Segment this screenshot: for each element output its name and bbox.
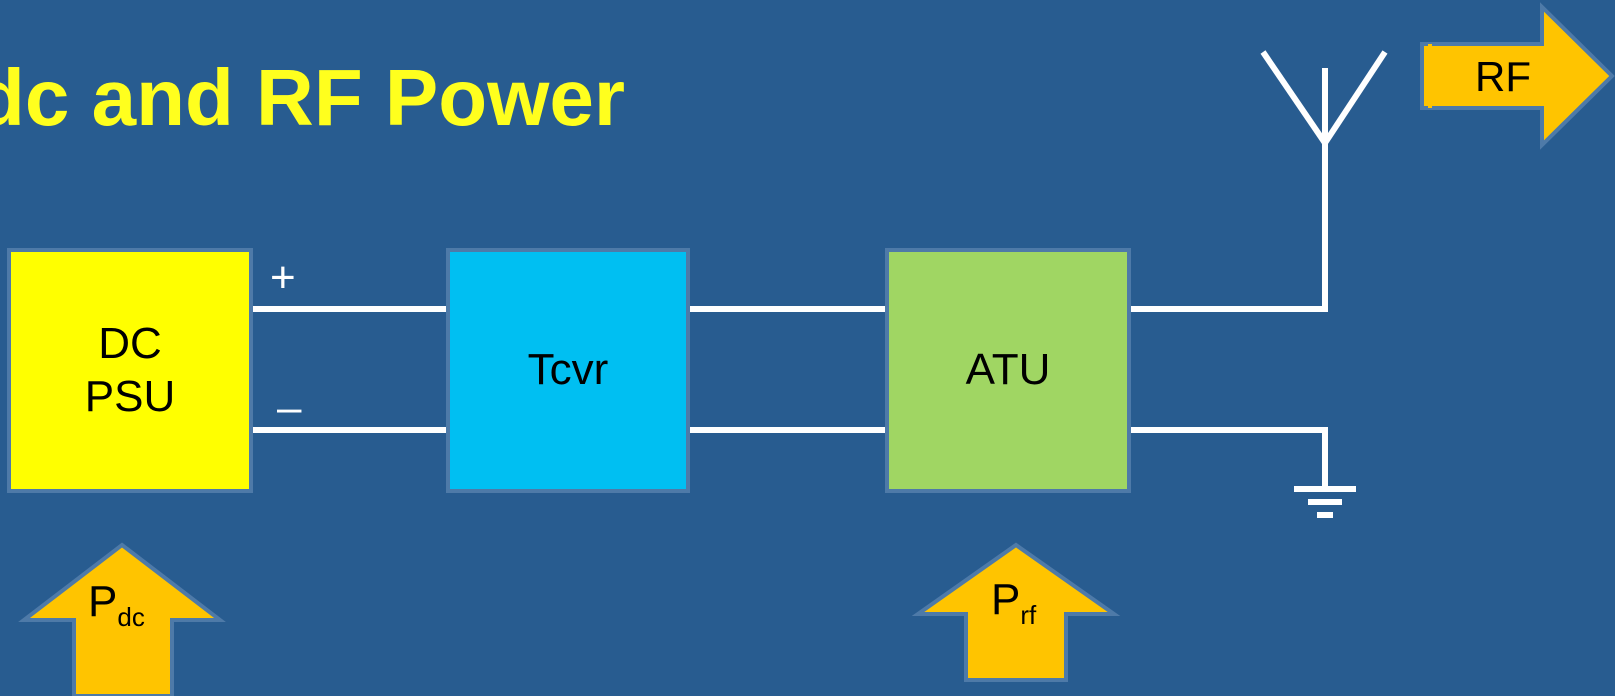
rf-arrow-label: RF <box>1475 53 1531 100</box>
prf-main: P <box>991 575 1021 624</box>
plus-terminal-label: + <box>270 253 296 302</box>
rf-arrow-shape <box>1420 2 1615 150</box>
psu-label-line1: DC <box>98 318 162 368</box>
psu-label-line2: PSU <box>84 371 176 421</box>
wire-atu-ground <box>1131 427 1328 487</box>
wire-atu-antenna <box>1131 68 1328 312</box>
prf-arrow-label: Prf <box>991 575 1037 630</box>
ground-icon <box>1294 486 1356 518</box>
prf-arrow-shape <box>911 542 1121 682</box>
tcvr-block: Tcvr <box>446 248 690 493</box>
pdc-main: P <box>88 577 118 626</box>
antenna-icon <box>1260 50 1388 145</box>
tcvr-label: Tcvr <box>527 345 609 395</box>
page-title: dc and RF Power <box>0 53 625 142</box>
atu-label: ATU <box>965 345 1051 395</box>
prf-sub: rf <box>1020 600 1037 630</box>
pdc-arrow-shape <box>18 542 226 696</box>
pdc-arrow-label: Pdc <box>88 577 145 632</box>
pdc-sub: dc <box>117 602 145 632</box>
dc-psu-block: DC PSU <box>7 248 253 493</box>
atu-block: ATU <box>885 248 1131 493</box>
minus-terminal-label: – <box>277 383 302 432</box>
